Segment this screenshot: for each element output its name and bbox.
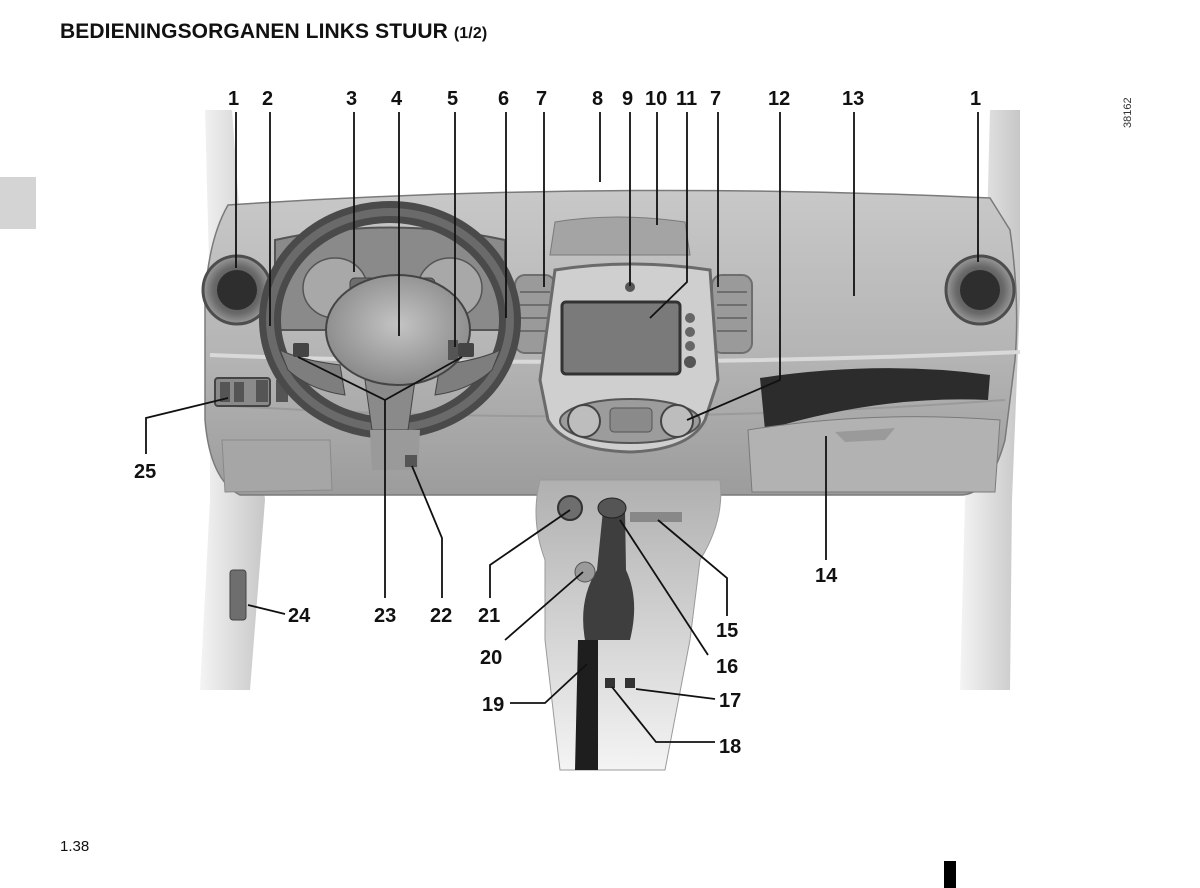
callout-20: 20	[480, 647, 503, 669]
callout-top-7a: 7	[536, 88, 548, 110]
callout-top-2: 2	[262, 88, 274, 110]
callout-17: 17	[719, 690, 742, 712]
callout-top-3: 3	[346, 88, 358, 110]
callout-top-10: 10	[645, 88, 668, 110]
handbrake	[575, 640, 598, 770]
page-title-part: (1/2)	[453, 25, 488, 42]
callout-24: 24	[288, 605, 311, 627]
centre-vents	[514, 274, 753, 354]
callout-18: 18	[719, 736, 742, 758]
callout-16: 16	[716, 656, 739, 678]
page-title: BEDIENINGSORGANEN LINKS STUUR (1/2)	[60, 20, 487, 44]
page-title-text: BEDIENINGSORGANEN LINKS STUUR	[60, 20, 448, 43]
callout-23: 23	[374, 605, 397, 627]
chapter-tab	[0, 177, 36, 229]
callout-top-13: 13	[842, 88, 865, 110]
callout-top-6: 6	[498, 88, 510, 110]
page-number: 1.38	[60, 838, 90, 855]
callout-top-8: 8	[592, 88, 604, 110]
multimedia-screen	[560, 300, 682, 376]
callout-15: 15	[716, 620, 739, 642]
callout-top-9: 9	[622, 88, 634, 110]
upper-display	[549, 216, 691, 256]
callout-top-5: 5	[447, 88, 459, 110]
page-edge-mark	[944, 861, 956, 888]
callout-top-11: 11	[676, 88, 698, 110]
callout-22: 22	[430, 605, 453, 627]
callout-25: 25	[134, 461, 157, 483]
callout-lines	[145, 112, 979, 743]
gear-lever	[583, 505, 635, 640]
callout-top-1a: 1	[228, 88, 240, 110]
left-switch-panel	[214, 377, 288, 407]
callout-top-1b: 1	[970, 88, 982, 110]
callout-top-4: 4	[391, 88, 403, 110]
callout-14: 14	[815, 565, 838, 587]
callout-top-12: 12	[768, 88, 791, 110]
callout-19: 19	[482, 694, 505, 716]
glovebox-trim	[760, 368, 990, 430]
callout-top-7b: 7	[710, 88, 722, 110]
callout-21: 21	[478, 605, 501, 627]
bonnet-release	[229, 569, 247, 621]
